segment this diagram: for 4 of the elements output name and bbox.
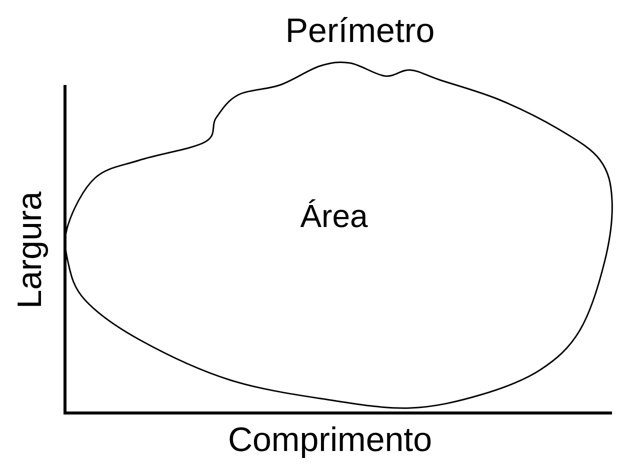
perimeter-label: Perímetro (285, 14, 435, 48)
area-label: Área (300, 200, 368, 232)
length-axis-label: Comprimento (228, 423, 432, 457)
width-axis-label: Largura (13, 191, 47, 309)
